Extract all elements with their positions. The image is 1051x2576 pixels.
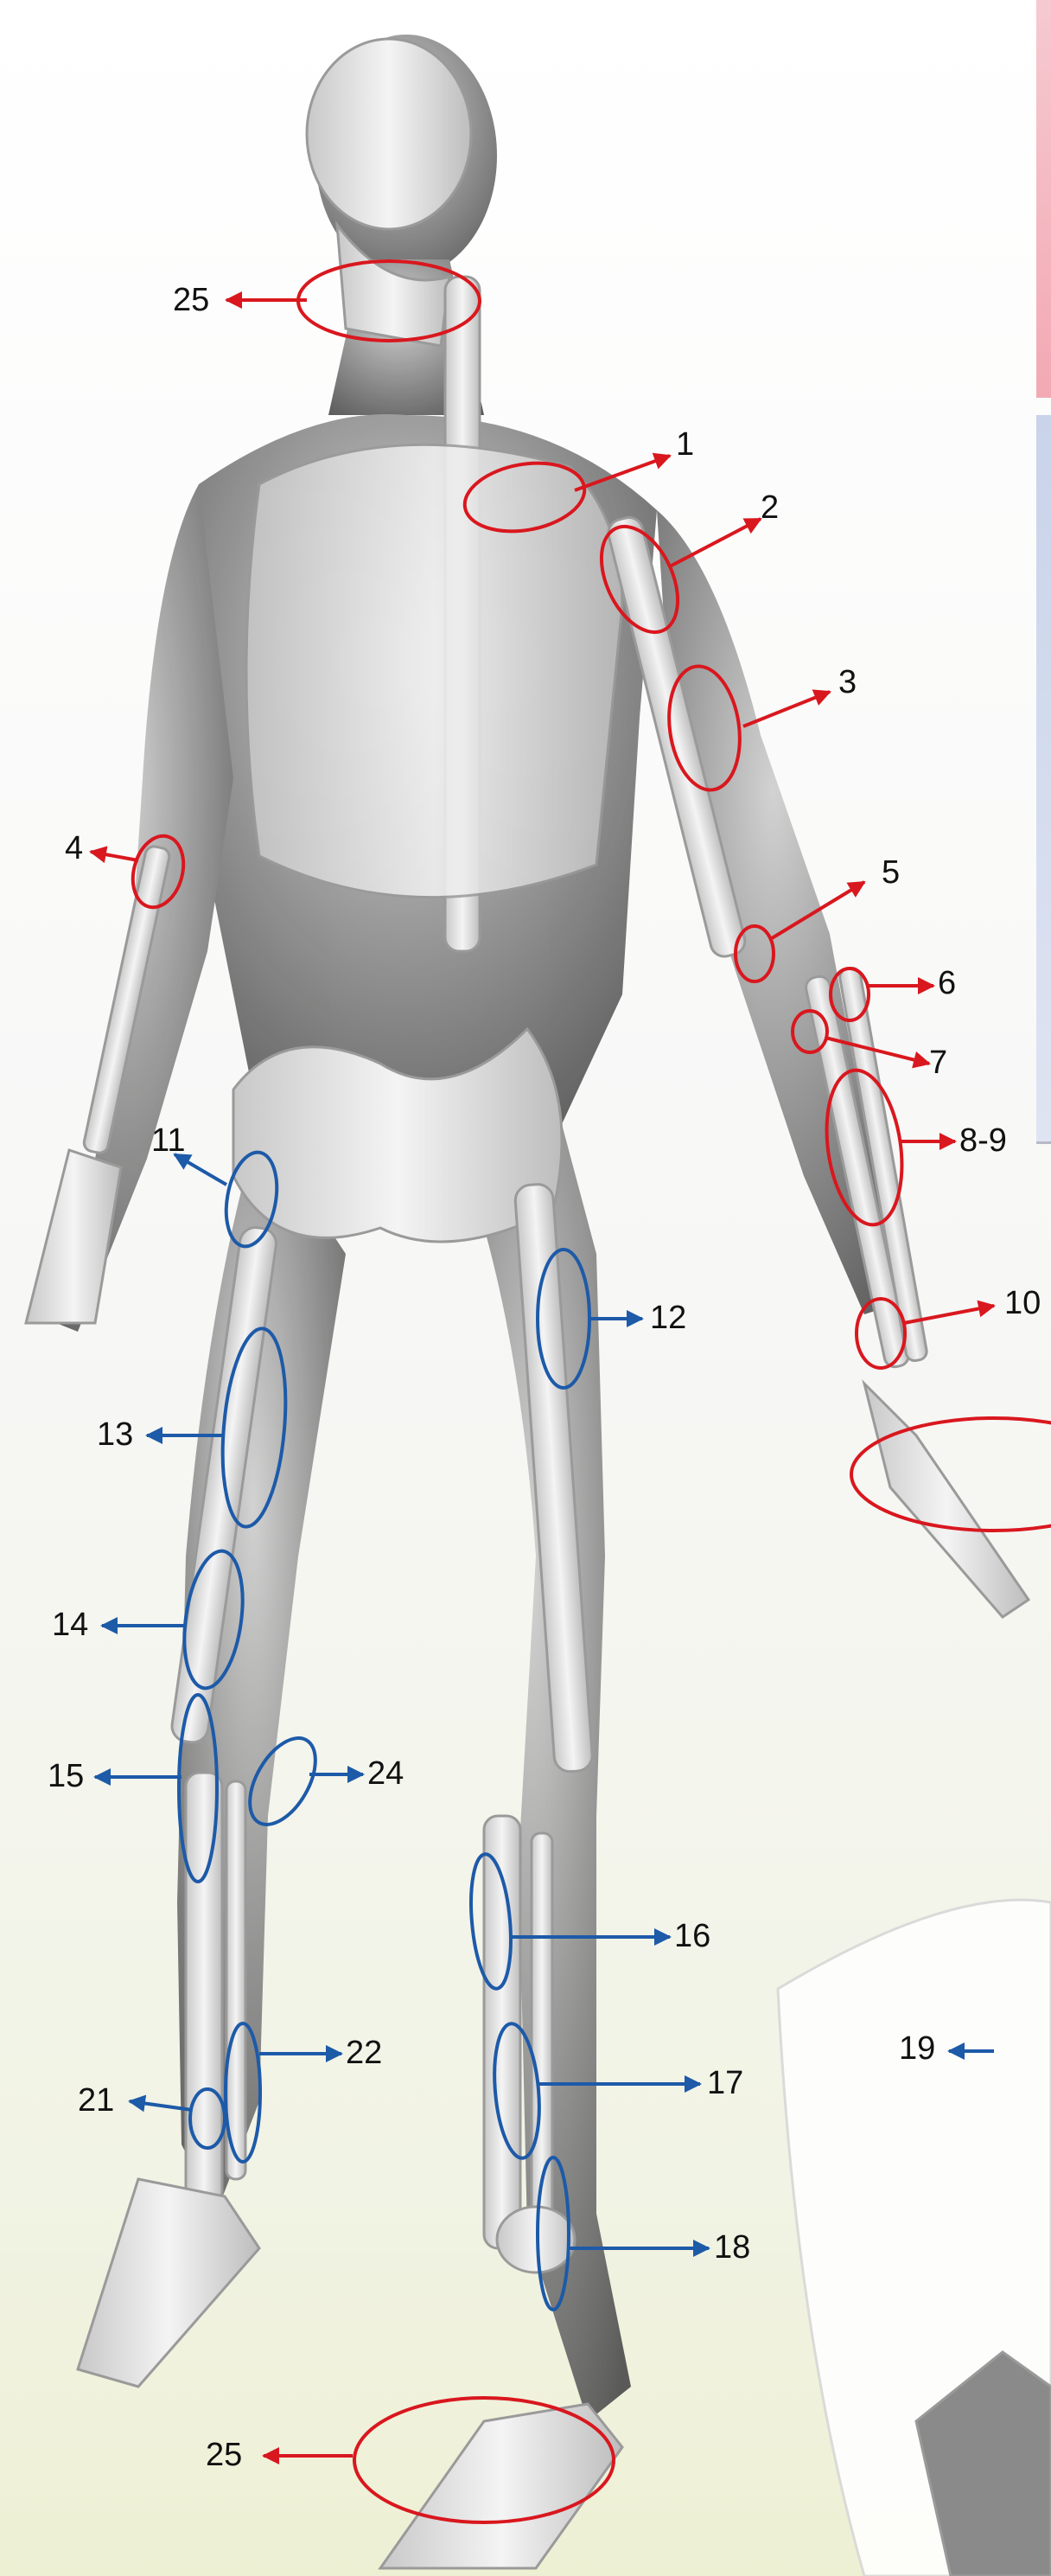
callout-label: 15 (48, 1760, 84, 1793)
hand-ring (851, 1418, 1051, 1531)
callout-ring-7 (793, 1011, 827, 1052)
callout-ring-4 (125, 830, 191, 913)
callout-ring-14 (176, 1547, 251, 1691)
callout-label: 2 (761, 491, 779, 524)
callout-label: 17 (707, 2067, 743, 2100)
callout-label: 13 (97, 1418, 133, 1451)
callout-label: 8-9 (959, 1124, 1007, 1157)
callout-label: 12 (650, 1301, 686, 1334)
callout-label: 25 (173, 284, 209, 316)
callout-ring-15 (179, 1695, 217, 1882)
callout-ring-12 (538, 1250, 589, 1388)
callout-arrow-1 (575, 456, 670, 490)
callout-ring-5 (736, 926, 774, 981)
callout-label: 24 (367, 1757, 404, 1790)
callout-arrow-21 (130, 2101, 192, 2110)
callout-label: 5 (882, 856, 900, 889)
callout-ring-24 (237, 1727, 329, 1835)
callout-ring-6 (831, 968, 869, 1020)
callout-ring-3 (661, 662, 747, 795)
callout-label: 11 (151, 1124, 185, 1157)
callout-ring-11 (220, 1148, 283, 1250)
callout-label: 19 (899, 2032, 935, 2065)
callout-ring-18 (538, 2157, 569, 2310)
callout-arrow-7 (825, 1038, 929, 1064)
callout-arrow-10 (904, 1306, 994, 1323)
callout-ring-13 (215, 1326, 293, 1529)
callout-ring-22 (226, 2023, 260, 2162)
callout-ring-16 (466, 1852, 515, 1990)
callout-label: 6 (938, 967, 956, 1000)
callout-label: 25 (206, 2439, 242, 2471)
callout-arrow-2 (670, 519, 761, 566)
callout-label: 18 (714, 2231, 750, 2264)
callout-ring-8-9 (818, 1065, 911, 1230)
callout-label: 14 (52, 1608, 88, 1641)
callout-arrow-3 (743, 692, 830, 726)
callout-arrow-11 (175, 1154, 226, 1185)
callout-label: 22 (346, 2036, 382, 2069)
callout-ring-25 (298, 261, 480, 341)
callout-label: 16 (674, 1920, 710, 1953)
callout-ring-10 (857, 1299, 905, 1368)
callout-ring-25 (354, 2398, 614, 2522)
callout-arrow-5 (772, 882, 864, 938)
callout-ring-17 (489, 2022, 544, 2160)
callout-ring-2 (586, 515, 693, 644)
callout-ring-1 (459, 454, 589, 540)
callout-ring-21 (190, 2089, 225, 2148)
callout-label: 3 (838, 666, 857, 699)
callout-label: 1 (676, 428, 694, 461)
callout-label: 7 (929, 1046, 947, 1079)
callout-label: 21 (78, 2084, 114, 2117)
callout-label: 10 (1004, 1287, 1041, 1320)
callout-arrow-4 (91, 852, 138, 860)
callout-label: 4 (65, 832, 83, 865)
